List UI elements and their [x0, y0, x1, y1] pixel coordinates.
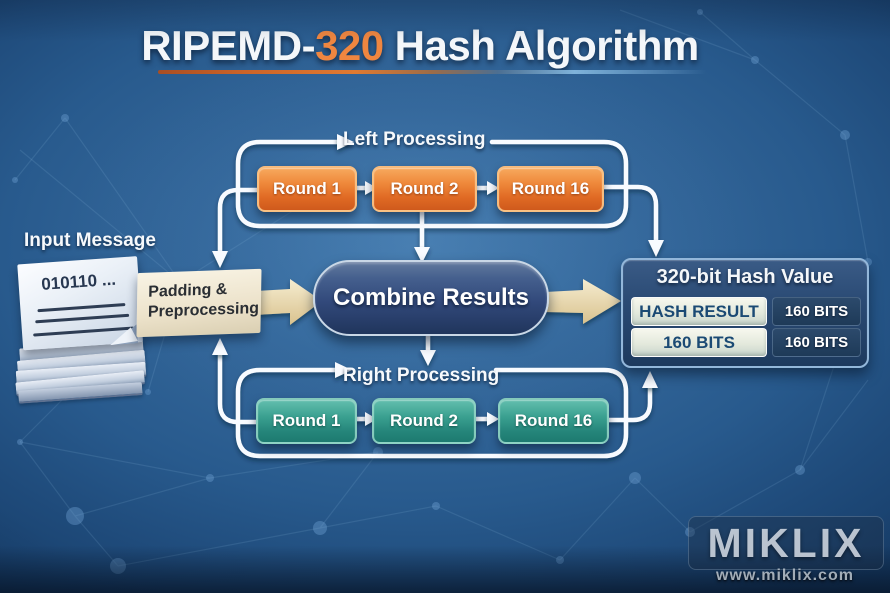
padding-top-arrowhead [212, 251, 228, 268]
hash-value-box: 320-bit Hash Value HASH RESULT 160 BITS … [621, 258, 869, 368]
left-processing-label: Left Processing [343, 129, 486, 150]
combine-results-box: Combine Results [313, 260, 549, 336]
left-round-16-box: Round 16 [497, 166, 604, 212]
hash-row-2: 160 BITS 160 BITS [631, 328, 861, 357]
title-prefix: RIPEMD- [141, 22, 316, 69]
document-line [37, 303, 126, 313]
document-line [35, 313, 130, 324]
hash-bits-cell: 160 BITS [772, 328, 861, 357]
hash-bottom-arrowhead [642, 371, 658, 388]
title-highlight: 320 [315, 22, 384, 69]
title-suffix: Hash Algorithm [394, 22, 700, 69]
combine-to-hash-arrow [545, 279, 621, 324]
input-message-label: Input Message [24, 230, 156, 251]
hash-value-title: 320-bit Hash Value [656, 266, 834, 288]
title-underline-decoration [158, 70, 706, 74]
hash-row-1: HASH RESULT 160 BITS [631, 297, 861, 326]
hash-top-arrowhead [648, 240, 664, 257]
hash-bits-cell: 160 BITS [772, 297, 861, 326]
right-round-16-box: Round 16 [498, 398, 609, 444]
right-round-2-box: Round 2 [372, 398, 476, 444]
left-round16-to-hash-line [598, 184, 659, 244]
hash-result-cell: HASH RESULT [631, 297, 767, 326]
padding-to-combine-arrow [255, 279, 322, 325]
padding-preprocessing-box: Padding & Preprocessing [136, 268, 262, 338]
watermark-plate: MIKLIX [688, 516, 884, 570]
padding-line-2: Preprocessing [147, 299, 260, 321]
watermark-url: www.miklix.com [716, 567, 854, 584]
right-processing-top-arrowhead [420, 350, 436, 366]
padding-bottom-arrowhead [212, 338, 228, 355]
left-round-1-box: Round 1 [257, 166, 357, 212]
padding-preprocessing-text: Padding & Preprocessing [148, 279, 260, 323]
right-round-1-box: Round 1 [256, 398, 357, 444]
right-processing-label: Right Processing [343, 365, 500, 386]
watermark-brand: MIKLIX [707, 519, 865, 566]
binary-text: 010110 ... [40, 269, 117, 294]
top-document-sheet: 010110 ... [17, 256, 143, 351]
document-line [33, 326, 135, 337]
left-round-2-box: Round 2 [372, 166, 477, 212]
hash-bits-cell: 160 BITS [631, 328, 767, 357]
